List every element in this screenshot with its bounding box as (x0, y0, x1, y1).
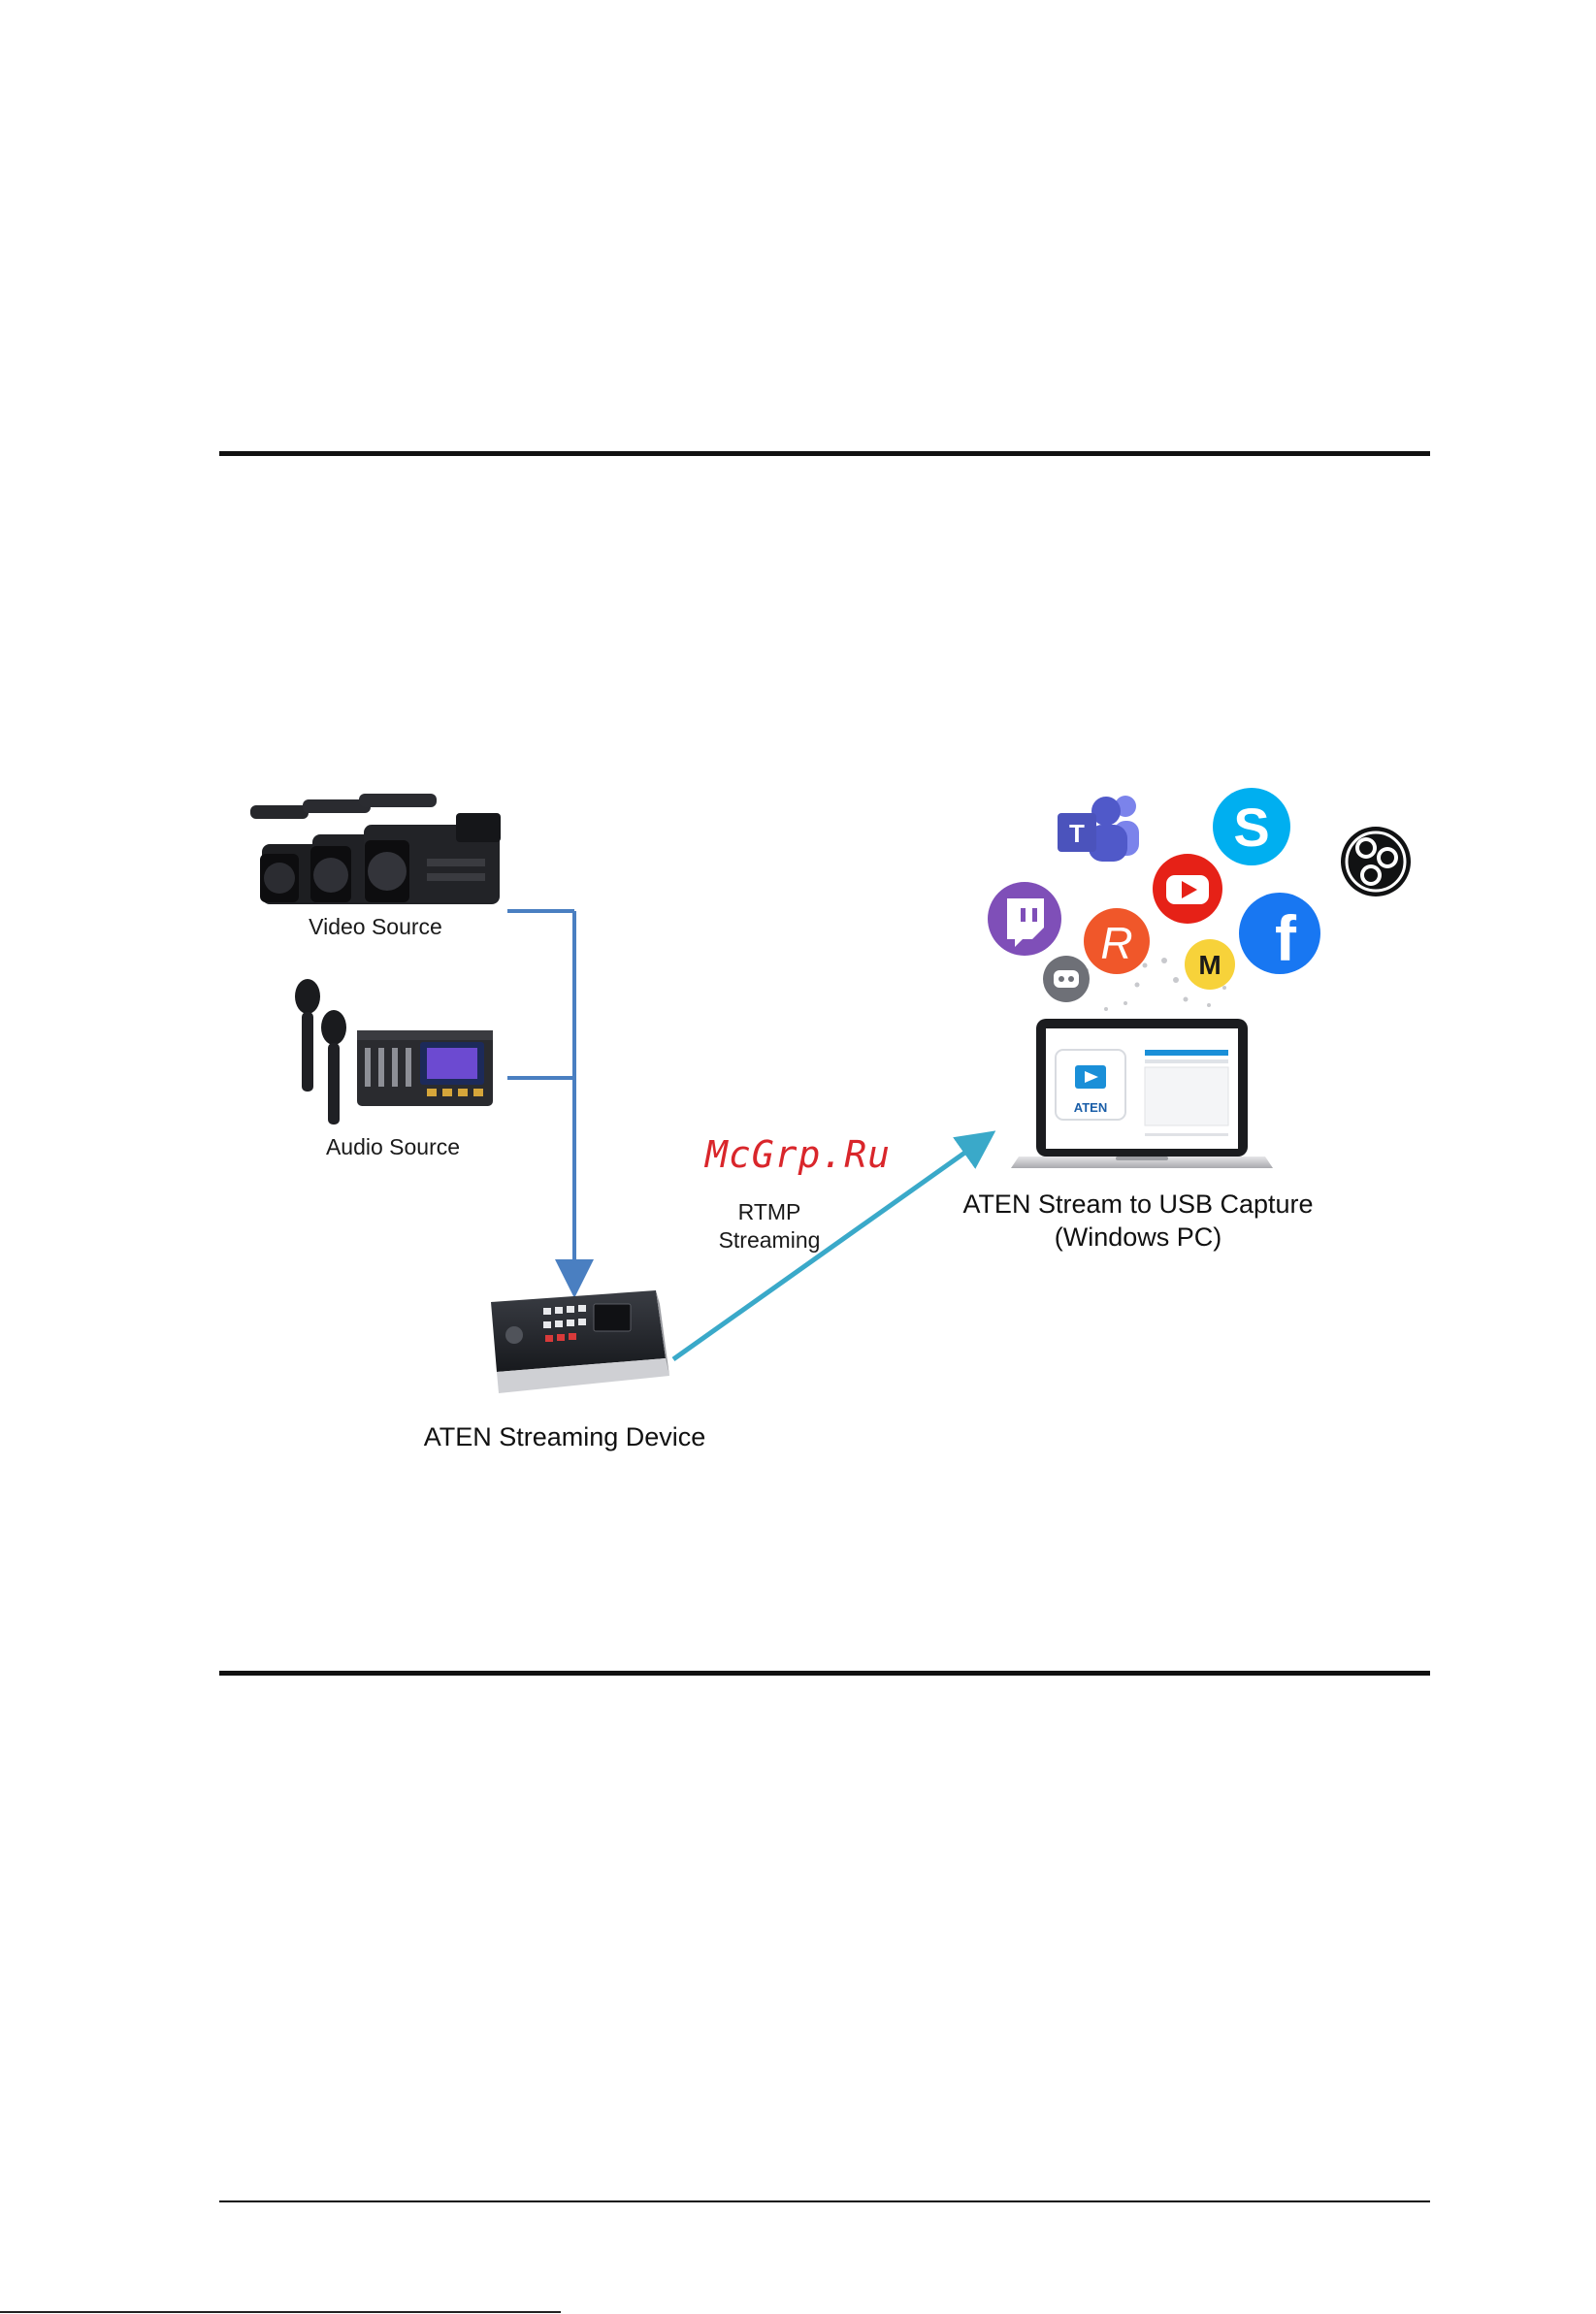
watermark: McGrp.Ru (705, 1133, 891, 1176)
skype-icon: S (1213, 788, 1290, 865)
svg-text:M: M (1198, 950, 1221, 980)
video-source-label: Video Source (309, 914, 442, 939)
audio-source-label: Audio Source (326, 1134, 460, 1159)
laptop-logo-text: ATEN (1074, 1100, 1107, 1115)
camcorder-icon (359, 794, 501, 904)
svg-text:T: T (1069, 819, 1085, 848)
capture-label-line2: (Windows PC) (1055, 1222, 1222, 1252)
svg-text:S: S (1233, 797, 1269, 858)
svg-text:R: R (1100, 918, 1132, 968)
obs-icon (1341, 827, 1411, 896)
rtmp-label-line2: Streaming (719, 1227, 821, 1253)
audio-mixer-icon (357, 1030, 493, 1106)
streamlabs-icon (1043, 956, 1090, 1002)
microphone-icon-group (295, 979, 346, 1124)
capture-label-line1: ATEN Stream to USB Capture (962, 1190, 1313, 1219)
microphone-icon (295, 979, 320, 1092)
rtmp-label-line1: RTMP (738, 1199, 801, 1224)
streaming-device-icon (491, 1290, 669, 1393)
laptop-icon: ATEN (1011, 1019, 1273, 1168)
m-app-icon: M (1185, 939, 1235, 990)
twitch-icon (988, 882, 1061, 956)
teams-icon: T (1058, 796, 1139, 862)
source-connector (507, 911, 574, 1279)
restream-icon: R (1084, 908, 1150, 974)
svg-text:f: f (1275, 902, 1297, 974)
facebook-icon: f (1239, 893, 1320, 974)
streaming-device-label: ATEN Streaming Device (424, 1422, 706, 1451)
microphone-icon (321, 1010, 346, 1124)
camcorder-icon-group (250, 794, 501, 904)
youtube-icon (1153, 854, 1222, 924)
